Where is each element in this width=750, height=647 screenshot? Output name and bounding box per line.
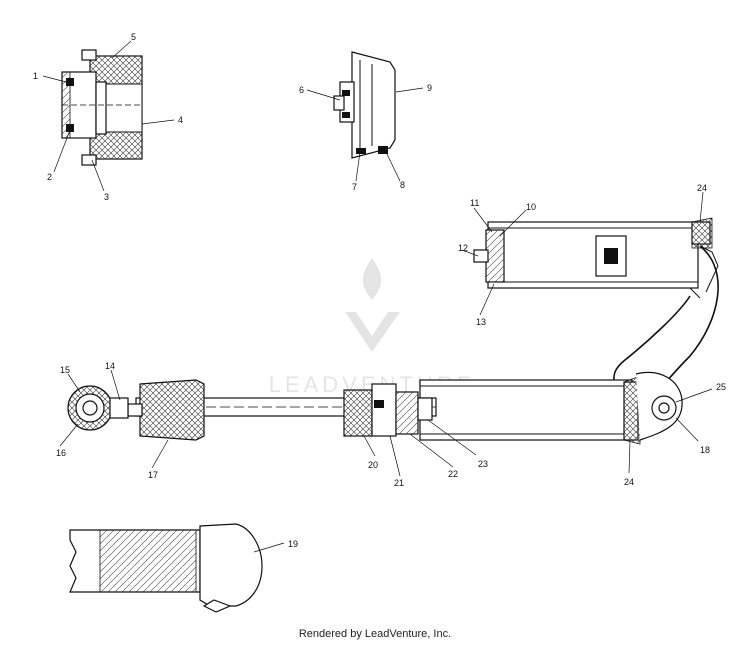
leader-lines [42,40,713,553]
callout-13: 13 [476,317,486,327]
callout-8: 8 [400,180,405,190]
callout-21: 21 [394,478,404,488]
remote-reservoir [473,217,713,289]
callout-7: 7 [352,182,357,192]
callout-18: 18 [700,445,710,455]
rod-end-eye [67,385,129,431]
callout-4: 4 [178,115,183,125]
leadventure-watermark: LEADVENTURE [269,258,471,397]
callout-17: 17 [148,470,158,480]
callout-22: 22 [448,469,458,479]
callout-14: 14 [105,361,115,371]
callout-12: 12 [458,243,468,253]
callout-1: 1 [33,71,38,81]
reservoir-cap [333,51,396,159]
callout-25: 25 [716,382,726,392]
callout-24-top: 24 [697,183,707,193]
callout-2: 2 [47,172,52,182]
bump-stop [127,379,205,441]
callout-19: 19 [288,539,298,549]
bearing-assembly [61,49,143,166]
callout-10: 10 [526,202,536,212]
callout-6: 6 [299,85,304,95]
callout-3: 3 [104,192,109,202]
callout-numbers: 1 2 3 4 5 6 7 8 9 10 11 12 13 24 14 15 1… [33,32,726,549]
callout-5: 5 [131,32,136,42]
callout-16: 16 [56,448,66,458]
callout-24-bottom: 24 [624,477,634,487]
piston-assembly [343,383,433,437]
callout-23: 23 [478,459,488,469]
callout-11: 11 [470,198,479,208]
callout-9: 9 [427,83,432,93]
shock-body [419,371,683,445]
callout-20: 20 [368,460,378,470]
footer-credit: Rendered by LeadVenture, Inc. [298,628,452,640]
bumper-detail [69,523,263,613]
callout-15: 15 [60,365,70,375]
